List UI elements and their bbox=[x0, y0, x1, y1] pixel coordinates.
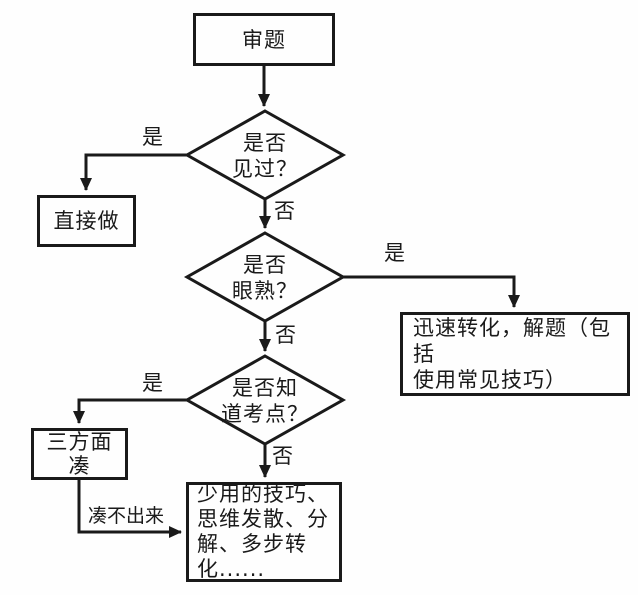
node-direct-do: 直接做 bbox=[37, 195, 136, 247]
node-three-aspects: 三方面 凑 bbox=[31, 428, 128, 480]
edge-label-knowpoint-no: 否 bbox=[272, 444, 294, 468]
connector-knowpoint-yes-to-three bbox=[73, 398, 187, 424]
edge-label-seen-yes: 是 bbox=[142, 125, 164, 149]
connector-cannot-piece-to-rare bbox=[77, 480, 182, 538]
node-quick-solve-label: 迅速转化，解题（包括 使用常见技巧） bbox=[413, 316, 611, 392]
node-rare-skills: 少用的技巧、 思维发散、分 解、多步转 化...... bbox=[186, 482, 342, 582]
node-quick-solve: 迅速转化，解题（包括 使用常见技巧） bbox=[400, 312, 630, 396]
node-start: 审题 bbox=[193, 13, 335, 66]
decision-seen-shape bbox=[183, 109, 347, 201]
edge-label-knowpoint-yes: 是 bbox=[142, 371, 164, 395]
decision-knowpoint-label: 是否知 道考点？ bbox=[221, 376, 309, 426]
node-direct-do-label: 直接做 bbox=[53, 209, 120, 233]
node-rare-skills-label: 少用的技巧、 思维发散、分 解、多步转 化...... bbox=[197, 482, 329, 581]
connector-familiar-yes-to-quick bbox=[343, 275, 520, 308]
edge-label-cannot-piece: 凑不出来 bbox=[88, 505, 165, 527]
decision-familiar-label: 是否 眼熟？ bbox=[232, 253, 298, 303]
edge-label-familiar-no: 否 bbox=[275, 323, 297, 347]
decision-seen-label: 是否 见过？ bbox=[232, 131, 298, 181]
node-start-label: 审题 bbox=[242, 27, 286, 52]
connector-seen-yes-to-direct bbox=[80, 153, 187, 191]
decision-familiar-shape bbox=[183, 231, 347, 323]
node-three-aspects-label: 三方面 凑 bbox=[46, 430, 113, 478]
edge-label-seen-no: 否 bbox=[274, 199, 296, 223]
decision-knowpoint-shape bbox=[183, 354, 347, 446]
edge-label-familiar-yes: 是 bbox=[384, 241, 406, 265]
